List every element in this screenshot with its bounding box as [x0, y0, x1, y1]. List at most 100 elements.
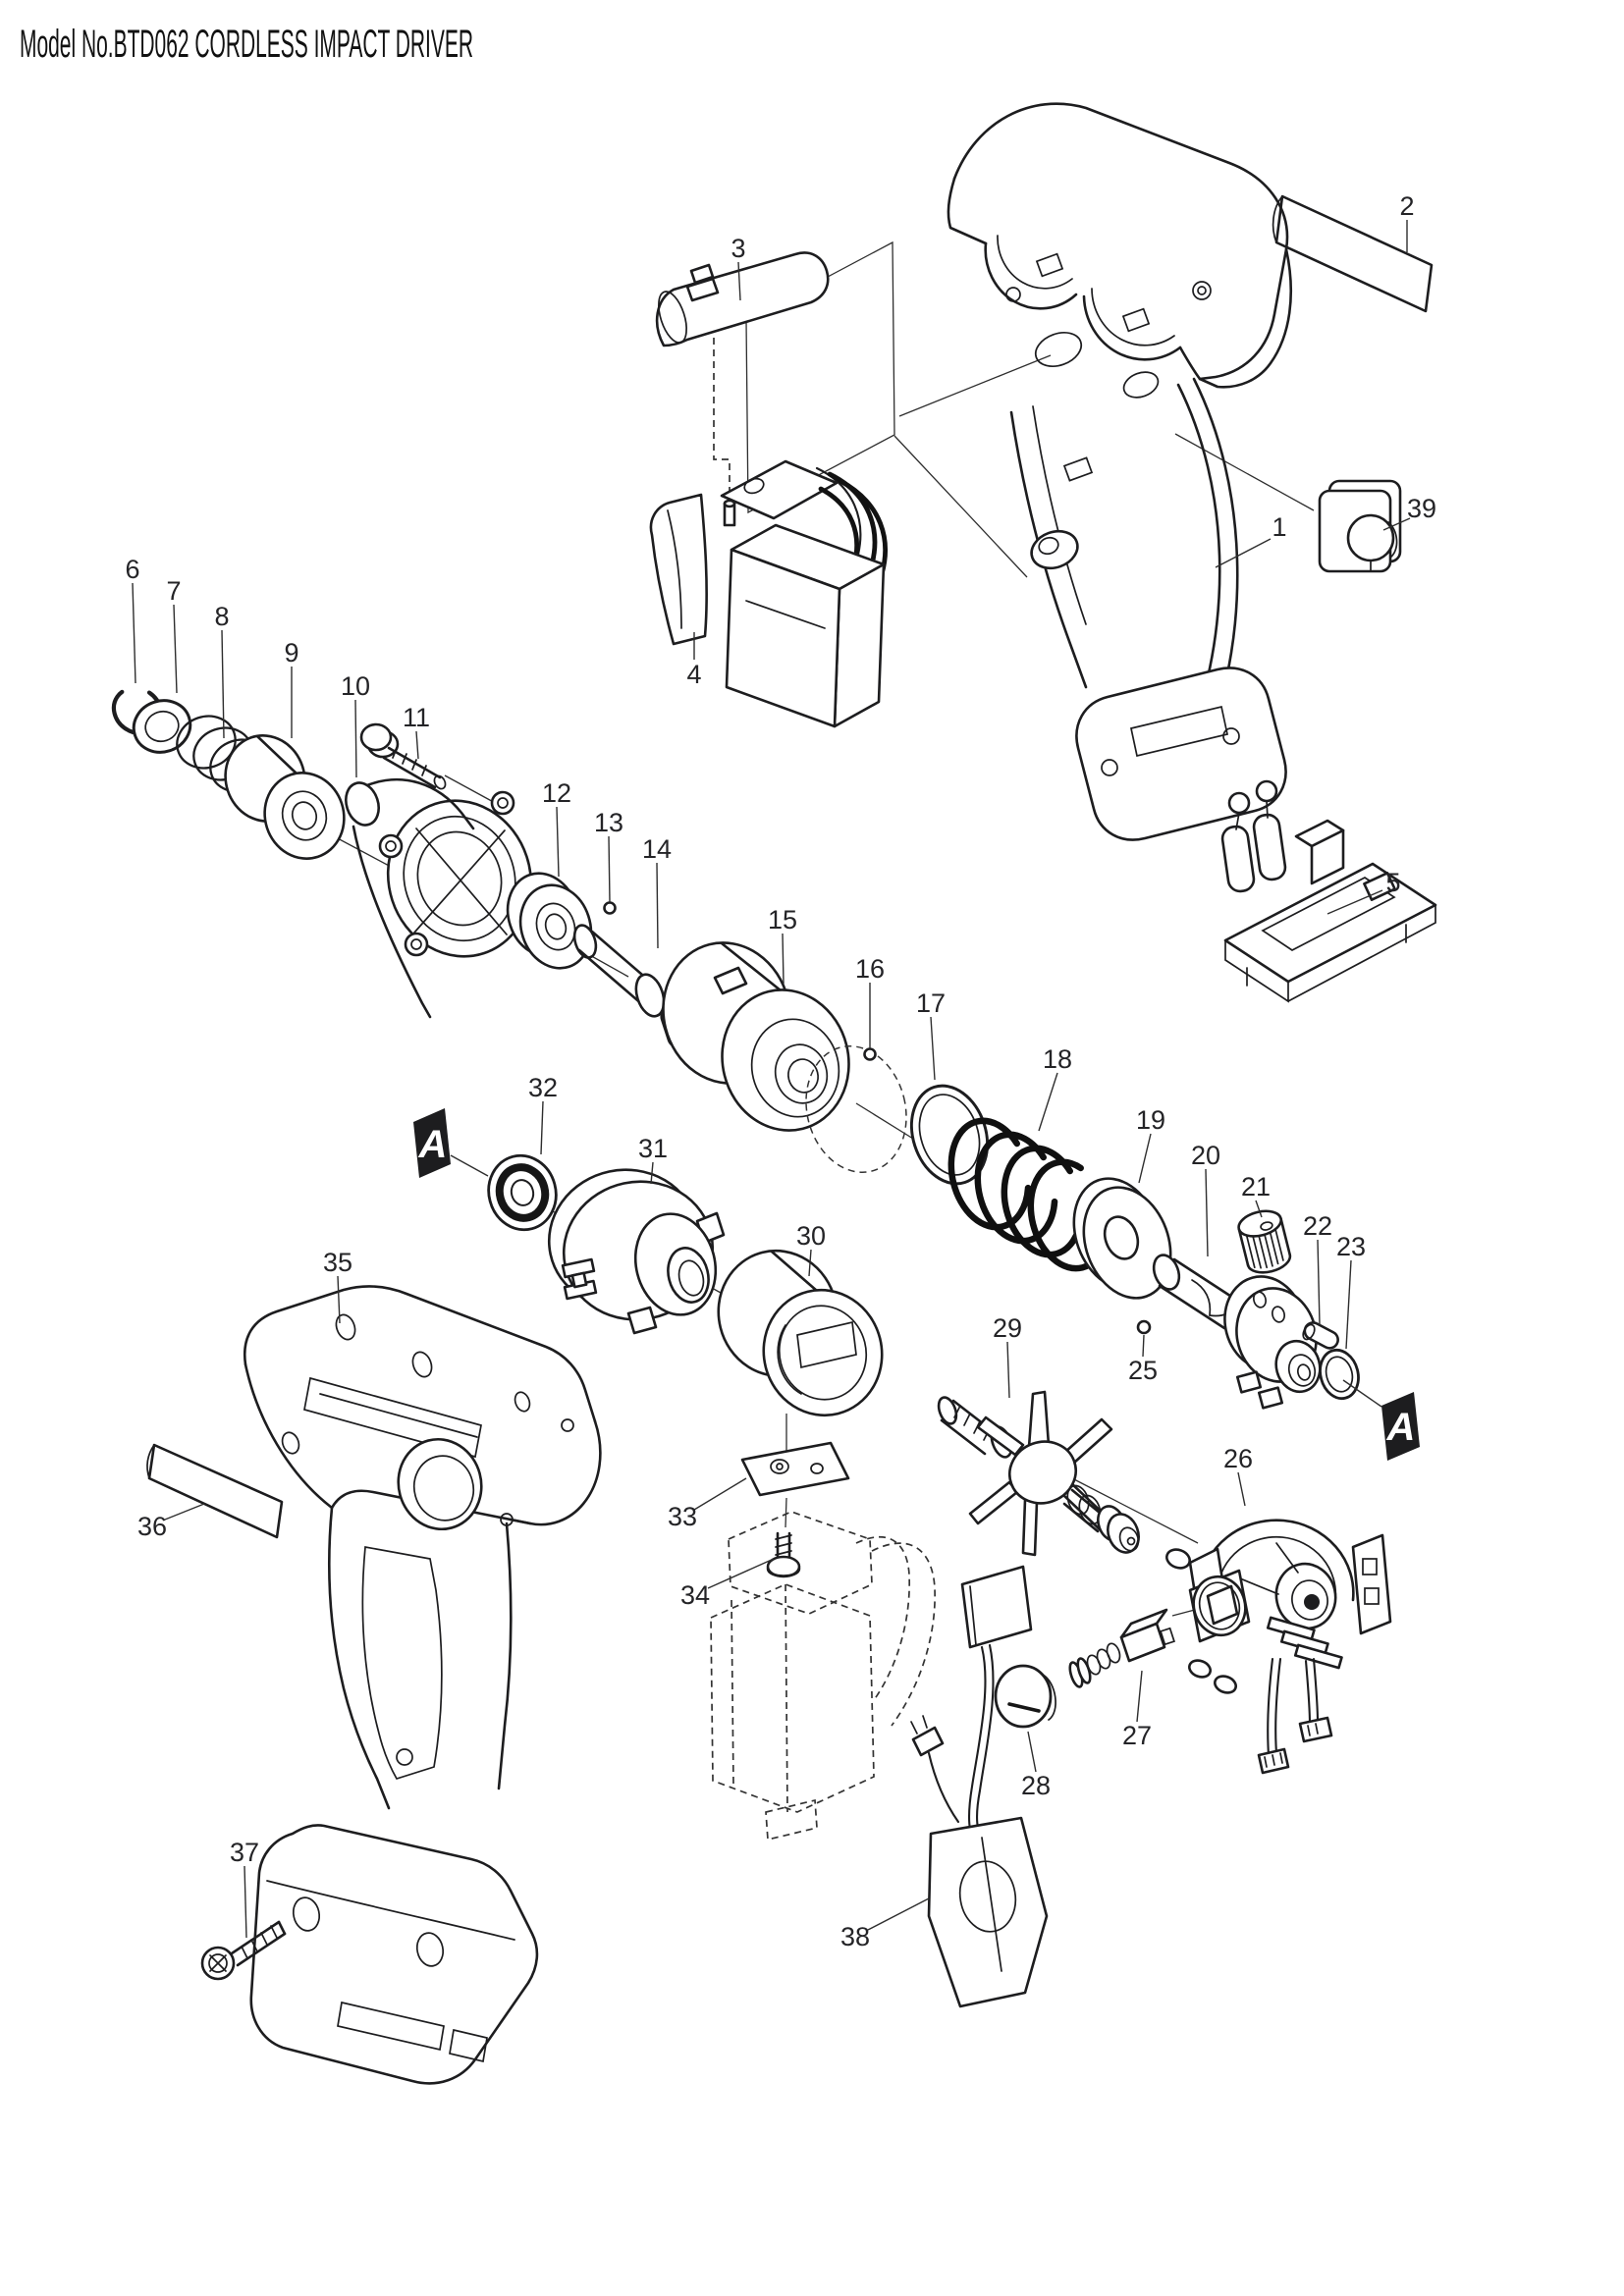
- part-15-hammer: [662, 941, 850, 1132]
- part-13-steel-ball: [603, 901, 617, 915]
- part-12-bushing: [506, 872, 593, 970]
- part-33-plate: [740, 1441, 850, 1497]
- part-number-21: 21: [1241, 1172, 1271, 1201]
- part-29-armature: [937, 1390, 1140, 1557]
- part-number-38: 38: [840, 1922, 870, 1951]
- part-7-washer-ring: [132, 699, 192, 754]
- part-number-16: 16: [855, 954, 885, 984]
- leader-line-30: [808, 1249, 812, 1277]
- leader-line-10: [354, 699, 357, 778]
- part-number-2: 2: [1399, 191, 1414, 221]
- part-number-27: 27: [1122, 1721, 1152, 1750]
- leader-line-27: [1136, 1670, 1143, 1723]
- leader-line-36: [164, 1503, 205, 1521]
- part-number-35: 35: [323, 1248, 352, 1277]
- view-marker-box-1: [413, 1108, 451, 1178]
- part-number-32: 32: [528, 1073, 558, 1102]
- part-number-17: 17: [916, 988, 946, 1018]
- part-9-sleeve: [224, 734, 346, 860]
- part-number-14: 14: [642, 834, 672, 864]
- part-32-bearing: [487, 1153, 558, 1232]
- leader-line-34: [707, 1558, 775, 1589]
- part-number-9: 9: [284, 638, 298, 667]
- part-25-steel-ball: [1136, 1319, 1152, 1335]
- part-20-spindle: [1152, 1254, 1322, 1410]
- part-number-1: 1: [1272, 512, 1286, 542]
- part-number-8: 8: [214, 602, 229, 631]
- part-34-motor-phantom: [710, 1511, 936, 1842]
- part-number-22: 22: [1303, 1211, 1332, 1241]
- diagram-title: Model No.BTD062 CORDLESS IMPACT DRIVER: [20, 23, 473, 66]
- part-16-ball-race: [805, 1045, 907, 1173]
- leader-line-28: [1027, 1731, 1037, 1773]
- part-2-name-plate: [1272, 194, 1434, 313]
- leader-line-31: [650, 1161, 654, 1185]
- leader-line-35: [337, 1275, 341, 1324]
- part-18-spring: [947, 1117, 1111, 1272]
- part-21-pinion-gear: [1237, 1209, 1292, 1274]
- leader-line-12: [556, 806, 560, 878]
- part-26-end-bracket: [1165, 1519, 1392, 1775]
- part-27-brush-holder: [1068, 1608, 1175, 1688]
- leader-line-18: [1038, 1072, 1058, 1132]
- leader-line-23: [1345, 1259, 1352, 1350]
- leader-line-17: [930, 1016, 936, 1081]
- part-39-button: [1318, 479, 1402, 573]
- part-23-o-ring: [1319, 1348, 1360, 1401]
- part-number-20: 20: [1191, 1141, 1220, 1170]
- view-marker-box-2: [1381, 1392, 1420, 1461]
- view-marker-leader-1: [450, 1154, 489, 1177]
- leader-line-21: [1255, 1200, 1263, 1218]
- leader-line-3: [737, 261, 741, 301]
- leader-line-7: [173, 604, 178, 694]
- callout-layer: 1234567891011121314151617181920212223252…: [125, 191, 1436, 1951]
- view-marker-layer: AA: [413, 1108, 1420, 1461]
- part-3-lever: [655, 251, 830, 347]
- leader-line-6: [132, 582, 136, 684]
- part-number-37: 37: [230, 1838, 259, 1867]
- part-number-13: 13: [594, 808, 623, 837]
- part-number-3: 3: [731, 234, 745, 263]
- part-number-19: 19: [1136, 1105, 1165, 1135]
- leader-line-13: [608, 835, 611, 903]
- part-31-gear-case-cover: [547, 1168, 726, 1335]
- leader-line-29: [1006, 1341, 1010, 1399]
- part-34-screw: [766, 1531, 801, 1578]
- part-38-lead-wire-unit: [910, 1565, 1049, 2008]
- leader-line-26: [1237, 1471, 1246, 1507]
- leader-line-19: [1138, 1133, 1152, 1184]
- leader-line-25: [1142, 1334, 1145, 1358]
- part-22-pin: [1302, 1321, 1339, 1350]
- part-number-18: 18: [1043, 1044, 1072, 1074]
- part-number-12: 12: [542, 778, 571, 808]
- part-35-housing-left: [243, 1285, 602, 2085]
- leader-line-14: [656, 862, 659, 949]
- part-number-31: 31: [638, 1134, 668, 1163]
- part-1-housing-right: [947, 102, 1293, 841]
- part-number-33: 33: [668, 1502, 697, 1531]
- part-number-6: 6: [125, 555, 139, 584]
- part-number-5: 5: [1385, 868, 1400, 897]
- part-37-screw: [200, 1920, 287, 1981]
- leader-line-8: [221, 629, 225, 739]
- leader-line-11: [415, 730, 419, 760]
- part-number-11: 11: [403, 703, 430, 732]
- part-number-10: 10: [341, 671, 370, 701]
- leader-line-20: [1205, 1168, 1209, 1257]
- part-number-15: 15: [768, 905, 797, 934]
- leader-line-1: [1215, 538, 1272, 568]
- leader-line-22: [1317, 1239, 1321, 1326]
- leader-line-5: [1326, 889, 1383, 915]
- part-number-34: 34: [680, 1580, 710, 1610]
- part-36-label: [146, 1443, 284, 1539]
- part-number-29: 29: [993, 1313, 1022, 1343]
- leader-line-37: [244, 1865, 247, 1939]
- part-number-7: 7: [166, 576, 181, 606]
- part-5-terminal-board: [1220, 779, 1437, 1003]
- view-marker-leader-2: [1342, 1379, 1382, 1408]
- leader-line-33: [693, 1477, 747, 1511]
- part-number-28: 28: [1021, 1771, 1051, 1800]
- part-number-25: 25: [1128, 1356, 1158, 1385]
- part-number-23: 23: [1336, 1232, 1366, 1261]
